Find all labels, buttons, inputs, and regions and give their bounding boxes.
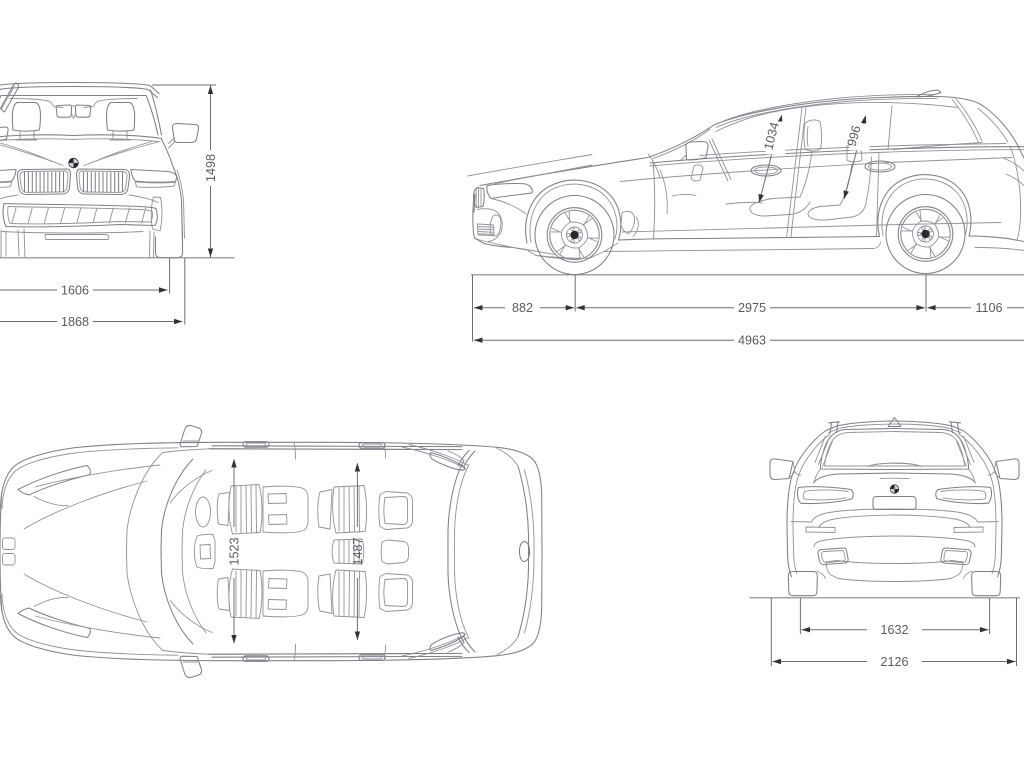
svg-text:882: 882 (512, 301, 533, 315)
svg-text:1868: 1868 (61, 315, 89, 329)
svg-text:1498: 1498 (204, 154, 218, 182)
svg-text:996: 996 (845, 124, 864, 148)
svg-text:2975: 2975 (738, 301, 766, 315)
svg-text:1487: 1487 (351, 537, 365, 565)
svg-text:1523: 1523 (228, 537, 242, 565)
svg-text:4963: 4963 (738, 334, 766, 348)
svg-text:2126: 2126 (880, 655, 908, 669)
svg-text:1106: 1106 (975, 301, 1002, 315)
svg-text:1034: 1034 (761, 121, 781, 152)
svg-text:1632: 1632 (880, 623, 908, 637)
svg-text:1606: 1606 (61, 284, 89, 298)
